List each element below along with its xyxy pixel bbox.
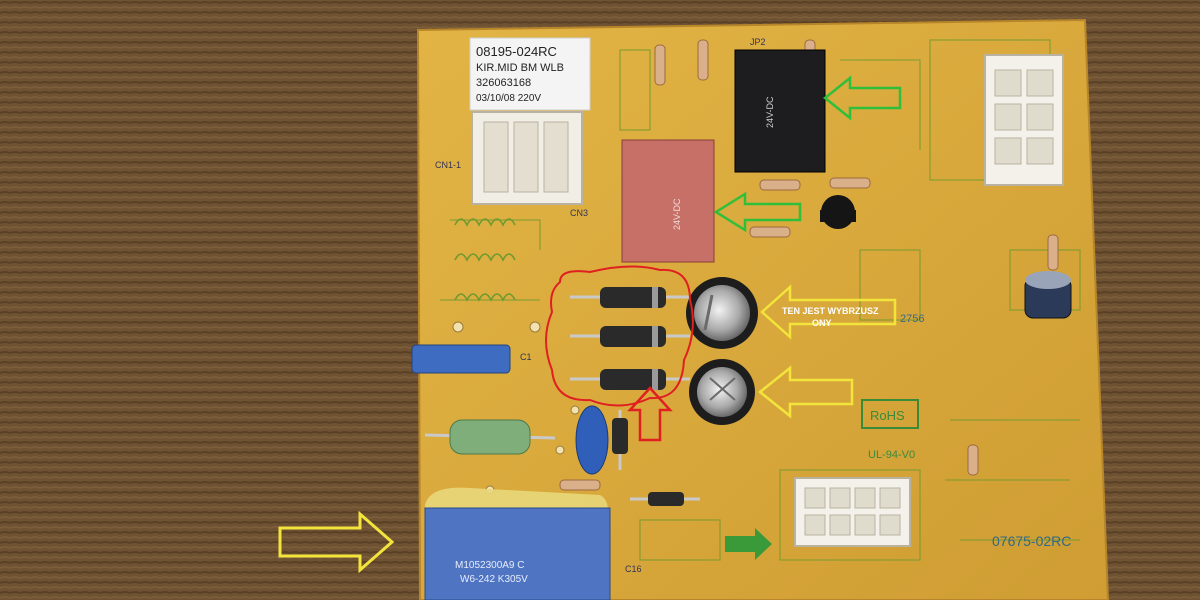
connector-bottom [794, 477, 911, 547]
yellow-arrow-icon-cap-bottom [757, 365, 854, 419]
board-code: 07675-02RC [992, 533, 1071, 549]
jp2-label: JP2 [750, 37, 766, 47]
transistor [820, 195, 856, 229]
note-line-2: ONY [812, 318, 832, 328]
diode-3 [570, 369, 690, 390]
green-arrow-icon-top [822, 75, 902, 121]
sticker-serial: 326063168 [476, 77, 531, 89]
relay-red-text: 24V-DC [672, 198, 682, 230]
red-circle-annotation [545, 265, 694, 407]
diode-5 [630, 492, 700, 506]
c16-label: C16 [625, 564, 642, 574]
sticker-model-line: KIR.MID BM WLB [476, 62, 564, 74]
blue-capacitor: C1 [411, 344, 532, 374]
connector-right [984, 54, 1064, 186]
diodes [570, 287, 700, 506]
label-sticker: 08195-024RC KIR.MID BM WLB 326063168 03/… [469, 37, 591, 111]
film-cap-text: M1052300A9 C [455, 560, 525, 571]
ul-mark: UL-94-V0 [868, 449, 915, 461]
red-arrow-icon [627, 386, 673, 442]
green-power-resistor [424, 419, 556, 455]
note-line-1: TEN JEST WYBRZUSZ [782, 306, 879, 316]
capacitor-small [1024, 271, 1072, 319]
diode-4 [612, 410, 628, 470]
film-cap-text2: W6-242 K305V [460, 574, 528, 585]
relay-red: 24V-DC [621, 139, 715, 263]
sticker-date-voltage: 03/10/08 220V [476, 93, 541, 104]
film-capacitor: M1052300A9 C W6-242 K305V C16 [424, 487, 642, 600]
cn3-label: CN3 [570, 208, 588, 218]
diode-2 [570, 326, 690, 347]
yellow-arrow-icon-cap-top [760, 284, 897, 340]
relay-black: 24V-DC JP2 [734, 37, 826, 173]
connector-cn1: CN1-1 CN3 [435, 111, 588, 218]
c1-label: C1 [520, 352, 532, 362]
electrolytic-cap-top [686, 277, 758, 349]
date-mark: 2756 [900, 313, 924, 325]
yellow-arrow-icon-film-cap [278, 510, 395, 574]
cn1-label: CN1-1 [435, 160, 461, 170]
rohs-mark: RoHS [861, 399, 919, 429]
rohs-text: RoHS [870, 408, 905, 423]
green-arrow-icon-middle [713, 191, 802, 233]
diode-1 [570, 287, 690, 308]
blue-disc-capacitor [575, 405, 609, 475]
electrolytic-cap-bottom [689, 359, 755, 425]
sticker-part-number: 08195-024RC [476, 44, 557, 59]
relay-black-text: 24V-DC [765, 96, 775, 128]
board-arrow-icon [725, 528, 772, 560]
